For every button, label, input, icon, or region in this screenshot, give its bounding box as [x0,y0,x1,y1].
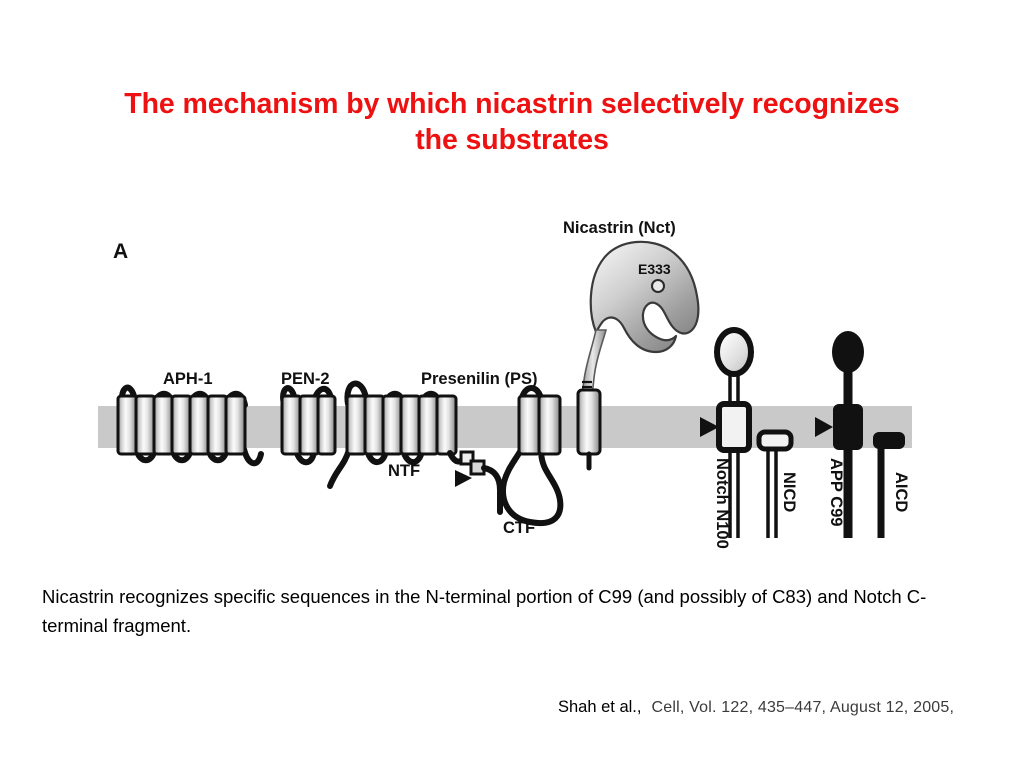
arrow-app-cleavage [815,417,833,437]
citation: Shah et al., Cell, Vol. 122, 435–447, Au… [558,698,954,717]
notch-tm-domain [716,401,752,453]
citation-author: Shah et al., [558,698,642,716]
label-aicd: AICD [892,472,910,512]
component-presenilin-ctf: CTF [500,385,564,537]
aicd-tm-remnant [873,432,905,449]
label-app-c99: APP C99 [827,458,845,526]
citation-reference: Cell, Vol. 122, 435–447, August 12, 2005… [651,699,955,716]
panel-label: A [113,240,128,263]
label-ctf: CTF [503,519,535,537]
label-pen2: PEN-2 [281,370,330,388]
label-nicd: NICD [780,472,798,512]
component-pen2 [280,385,337,466]
nicd-tm-remnant [756,429,794,452]
page-title: The mechanism by which nicastrin selecti… [124,88,900,156]
component-aph1 [116,384,264,467]
arrow-active-site [455,470,472,487]
label-presenilin: Presenilin (PS) [421,370,537,388]
label-notch-n100: Notch N100 [713,458,731,549]
component-nicastrin: E333 [576,240,700,471]
substrate-nicd: NICD [756,429,798,538]
label-ntf: NTF [388,462,420,480]
label-aph1: APH-1 [163,370,213,388]
nicastrin-ectodomain [589,240,700,354]
substrate-app-c99: APP C99 [815,331,864,538]
substrate-notch-n100: Notch N100 [700,327,754,549]
figure-diagram: A APH-1 PEN-2 Presenilin (PS) Nicastrin … [0,200,1024,570]
label-nicastrin: Nicastrin (Nct) [563,219,676,237]
component-presenilin-ntf: NTF [327,380,503,515]
substrate-aicd: AICD [873,432,910,538]
app-tm-domain [833,404,863,450]
app-head [832,331,864,373]
label-e333: E333 [638,261,671,277]
e333-marker [651,279,665,293]
notch-head [714,327,754,377]
body-text: Nicastrin recognizes specific sequences … [42,586,927,636]
arrow-notch-cleavage [700,417,719,437]
